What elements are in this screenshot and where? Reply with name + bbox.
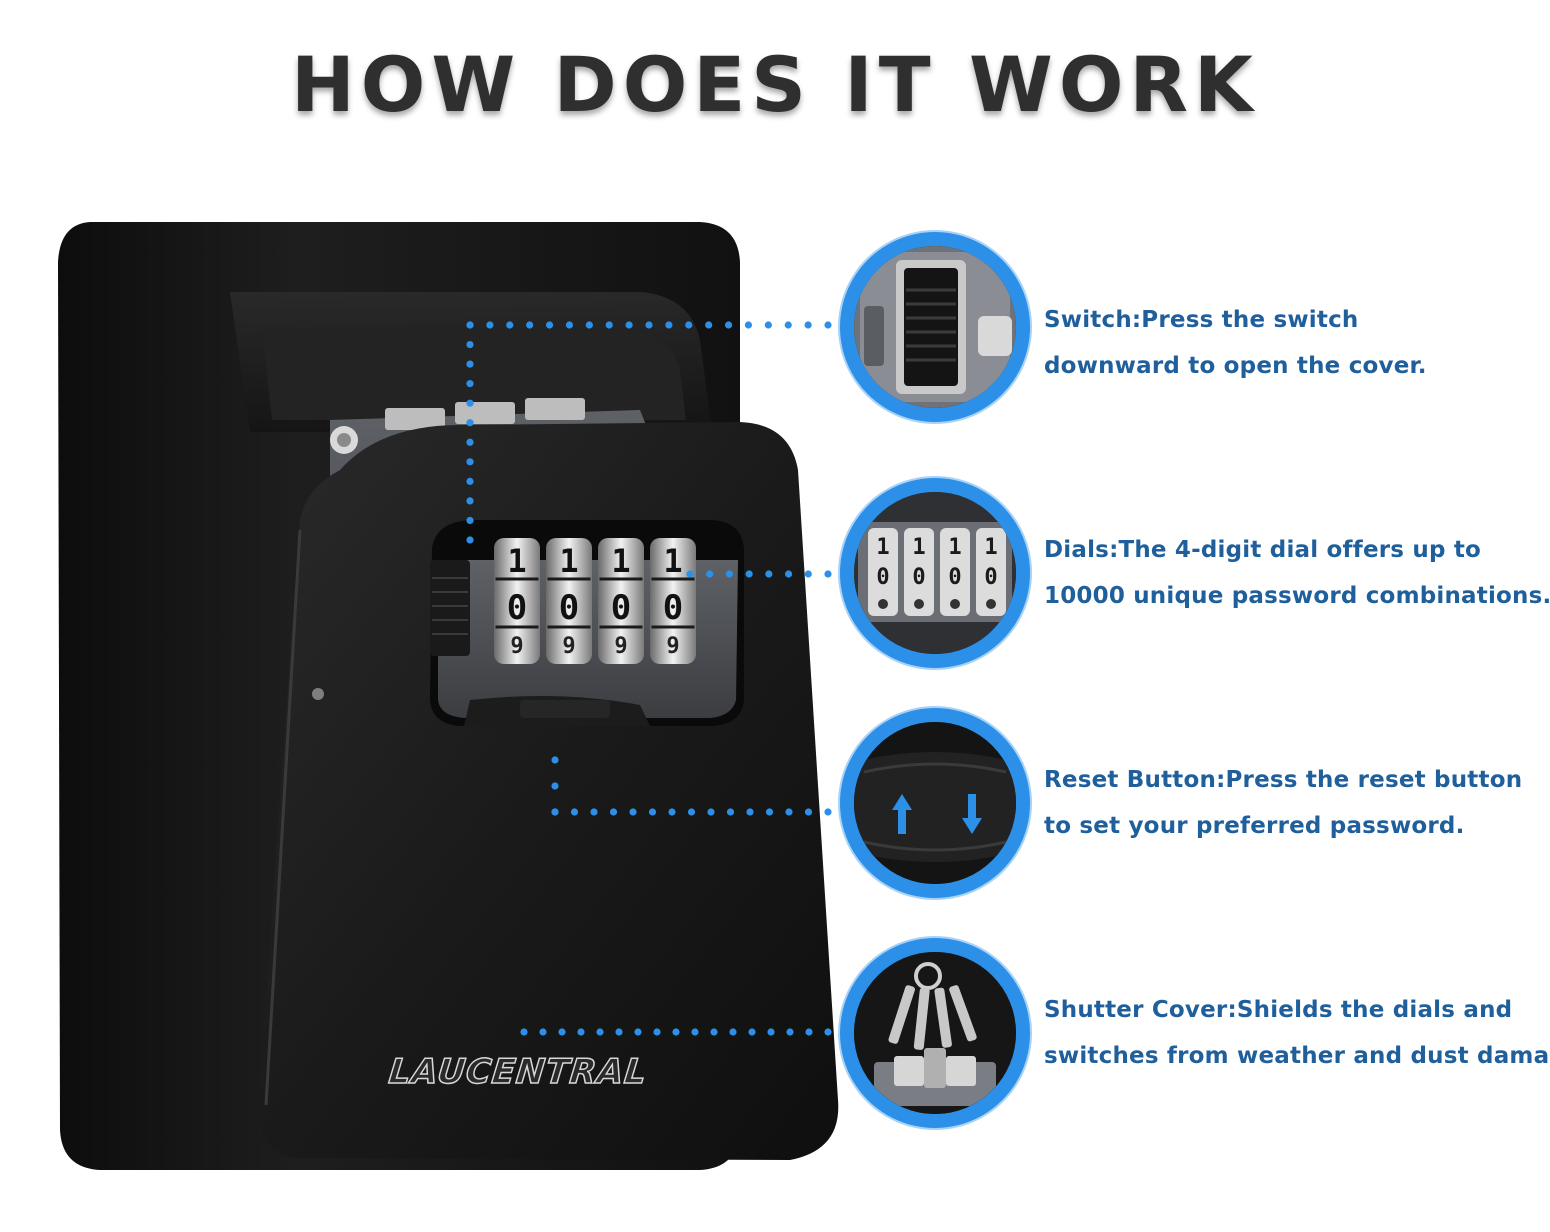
- svg-text:0: 0: [948, 565, 961, 590]
- feature-reset-text: Reset Button:Press the reset button to s…: [1044, 757, 1544, 849]
- dial-wheel-2-bottom: 9: [562, 634, 576, 659]
- callout-switch: [840, 232, 1030, 422]
- feature-switch-line2: downward to open the cover.: [1044, 353, 1427, 379]
- dial-wheel-4-middle: 0: [662, 588, 684, 628]
- feature-reset-line1: Reset Button:Press the reset button: [1044, 767, 1523, 793]
- switch-closeup-icon: [854, 246, 1016, 408]
- svg-text:0: 0: [912, 565, 925, 590]
- dial-wheel-1-middle: 0: [506, 588, 528, 628]
- feature-shutter-line1: Shutter Cover:Shields the dials and: [1044, 997, 1513, 1023]
- svg-text:1: 1: [948, 535, 961, 560]
- feature-switch-text: Switch:Press the switch downward to open…: [1044, 297, 1544, 389]
- svg-text:0: 0: [876, 565, 889, 590]
- feature-dials-line1: Dials:The 4-digit dial offers up to: [1044, 537, 1482, 563]
- dial-wheel-3-middle: 0: [610, 588, 632, 628]
- dial-wheel-3-top[interactable]: 1: [611, 542, 631, 580]
- reset-button-closeup-icon: [854, 722, 1016, 884]
- svg-text:0: 0: [984, 565, 997, 590]
- feature-shutter-text: Shutter Cover:Shields the dials and swit…: [1044, 987, 1550, 1079]
- callout-shutter-cover: [840, 938, 1030, 1128]
- svg-text:1: 1: [912, 535, 925, 560]
- svg-text:1: 1: [876, 535, 889, 560]
- dial-wheel-2-middle: 0: [558, 588, 580, 628]
- callout-reset-button: [840, 708, 1030, 898]
- dial-wheel-4-bottom: 9: [666, 634, 680, 659]
- dial-wheel-4-top[interactable]: 1: [663, 542, 683, 580]
- feature-switch-line1: Switch:Press the switch: [1044, 307, 1359, 333]
- dial-wheel-1-bottom: 9: [510, 634, 524, 659]
- feature-reset-line2: to set your preferred password.: [1044, 813, 1465, 839]
- feature-dials-text: Dials:The 4-digit dial offers up to 1000…: [1044, 527, 1550, 619]
- feature-dials-line2: 10000 unique password combinations.: [1044, 583, 1550, 609]
- dial-wheel-3-bottom: 9: [614, 634, 628, 659]
- dial-wheel-1-top[interactable]: 1: [507, 542, 527, 580]
- feature-shutter-line2: switches from weather and dust damage.: [1044, 1043, 1550, 1069]
- keys-closeup-icon: [854, 952, 1016, 1114]
- svg-text:1: 1: [984, 535, 997, 560]
- dial-wheel-2-top[interactable]: 1: [559, 542, 579, 580]
- page-headline: HOW DOES IT WORK: [291, 40, 1259, 129]
- brand-logo: LAUCENTRAL: [386, 1051, 650, 1093]
